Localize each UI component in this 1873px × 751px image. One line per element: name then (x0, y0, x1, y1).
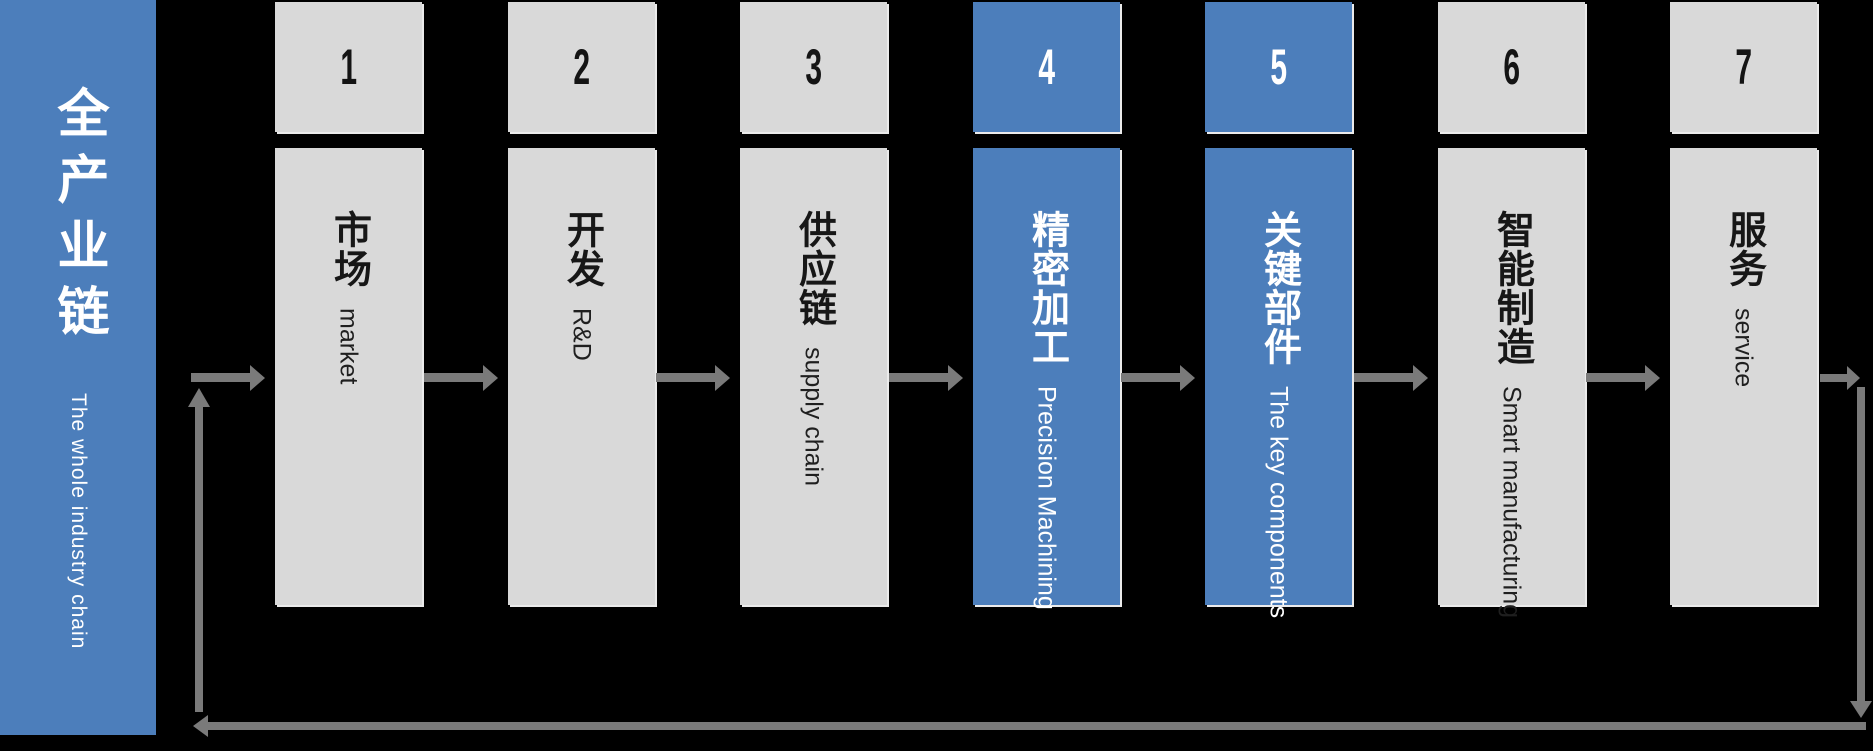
sidebar-vertical-text: 全产业链 The whole industry chain (49, 86, 107, 649)
chain-step: 1 市场 market (191, 0, 422, 605)
step-main-box: 开发 R&D (508, 148, 655, 605)
step-vertical-text: 服务 service (1722, 210, 1765, 605)
step-label-en: Smart manufacturing (1497, 386, 1526, 619)
arrow-head (483, 364, 498, 391)
step-vertical-text: 市场 market (327, 210, 370, 605)
flow-arrow-right-icon (1121, 364, 1195, 391)
loop-arrow-down-icon (1850, 701, 1872, 718)
step-label-zh: 服务 (1722, 210, 1765, 288)
step-number-box: 1 (275, 2, 422, 132)
arrow-shaft (1820, 374, 1847, 382)
step-main-box: 关键部件 The key components (1205, 148, 1352, 619)
flow-arrow-right-icon (656, 364, 730, 391)
flow-arrow-right-icon (1586, 364, 1660, 391)
flow-arrow-right-icon (191, 364, 265, 391)
step-label-en: Precision Machining (1032, 386, 1061, 611)
loop-exit-arrow-right-icon (1820, 366, 1860, 390)
arrow-head (948, 364, 963, 391)
step-number: 1 (340, 39, 357, 95)
chain-step: 3 供应链 supply chain (656, 0, 887, 605)
arrow-head (250, 364, 265, 391)
loop-line-bottom (208, 722, 1866, 730)
step-label-en: R&D (567, 308, 596, 362)
step-label-zh: 供应链 (792, 210, 835, 327)
step-label-zh: 精密加工 (1025, 210, 1068, 366)
step-vertical-text: 开发 R&D (560, 210, 603, 605)
sidebar-title-en: The whole industry chain (67, 392, 90, 649)
step-vertical-text: 供应链 supply chain (792, 210, 835, 605)
step-main-box: 市场 market (275, 148, 422, 605)
arrow-head (1847, 366, 1860, 390)
arrow-shaft (1121, 373, 1180, 382)
arrow-shaft (191, 373, 250, 382)
step-label-en: market (334, 308, 363, 385)
step-label-en: service (1729, 308, 1758, 388)
step-number: 6 (1503, 39, 1520, 95)
step-vertical-text: 关键部件 The key components (1257, 210, 1300, 619)
arrow-shaft (889, 373, 948, 382)
step-number: 3 (805, 39, 822, 95)
step-number: 2 (573, 39, 590, 95)
flow-arrow-right-icon (1354, 364, 1428, 391)
arrow-shaft (656, 373, 715, 382)
step-main-box: 供应链 supply chain (740, 148, 887, 605)
chain-step: 2 开发 R&D (424, 0, 655, 605)
arrow-head (1645, 364, 1660, 391)
sidebar-title-zh: 全产业链 (49, 86, 107, 351)
flow-arrow-right-icon (424, 364, 498, 391)
step-number: 5 (1270, 39, 1287, 95)
arrow-shaft (424, 373, 483, 382)
step-number-box: 7 (1670, 2, 1817, 132)
step-number-box: 5 (1205, 2, 1352, 132)
step-label-zh: 智能制造 (1490, 210, 1533, 366)
step-main-box: 智能制造 Smart manufacturing (1438, 148, 1585, 619)
arrow-shaft (1586, 373, 1645, 382)
step-vertical-text: 智能制造 Smart manufacturing (1490, 210, 1533, 619)
loop-line-right (1857, 387, 1865, 702)
step-number-box: 2 (508, 2, 655, 132)
step-label-en: supply chain (799, 347, 828, 487)
step-main-box: 服务 service (1670, 148, 1817, 605)
arrow-head (1413, 364, 1428, 391)
loop-arrow-left-icon (193, 715, 208, 737)
chain-step: 4 精密加工 Precision Machining (889, 0, 1120, 610)
step-number-box: 6 (1438, 2, 1585, 132)
loop-line-left (195, 407, 203, 712)
chain-step: 6 智能制造 Smart manufacturing (1354, 0, 1585, 619)
step-number-box: 4 (973, 2, 1120, 132)
step-number-box: 3 (740, 2, 887, 132)
step-main-box: 精密加工 Precision Machining (973, 148, 1120, 610)
arrow-head (715, 364, 730, 391)
flow-arrow-right-icon (889, 364, 963, 391)
arrow-head (1180, 364, 1195, 391)
loop-arrow-up-icon (188, 388, 210, 407)
sidebar-full-industry-chain: 全产业链 The whole industry chain (0, 0, 156, 735)
step-number: 7 (1735, 39, 1752, 95)
step-vertical-text: 精密加工 Precision Machining (1025, 210, 1068, 610)
step-label-zh: 市场 (327, 210, 370, 288)
step-label-zh: 关键部件 (1257, 210, 1300, 366)
arrow-shaft (1354, 373, 1413, 382)
step-label-en: The key components (1264, 386, 1293, 619)
chain-step: 5 关键部件 The key components (1121, 0, 1352, 619)
step-number: 4 (1038, 39, 1055, 95)
chain-step: 7 服务 service (1586, 0, 1817, 605)
step-label-zh: 开发 (560, 210, 603, 288)
